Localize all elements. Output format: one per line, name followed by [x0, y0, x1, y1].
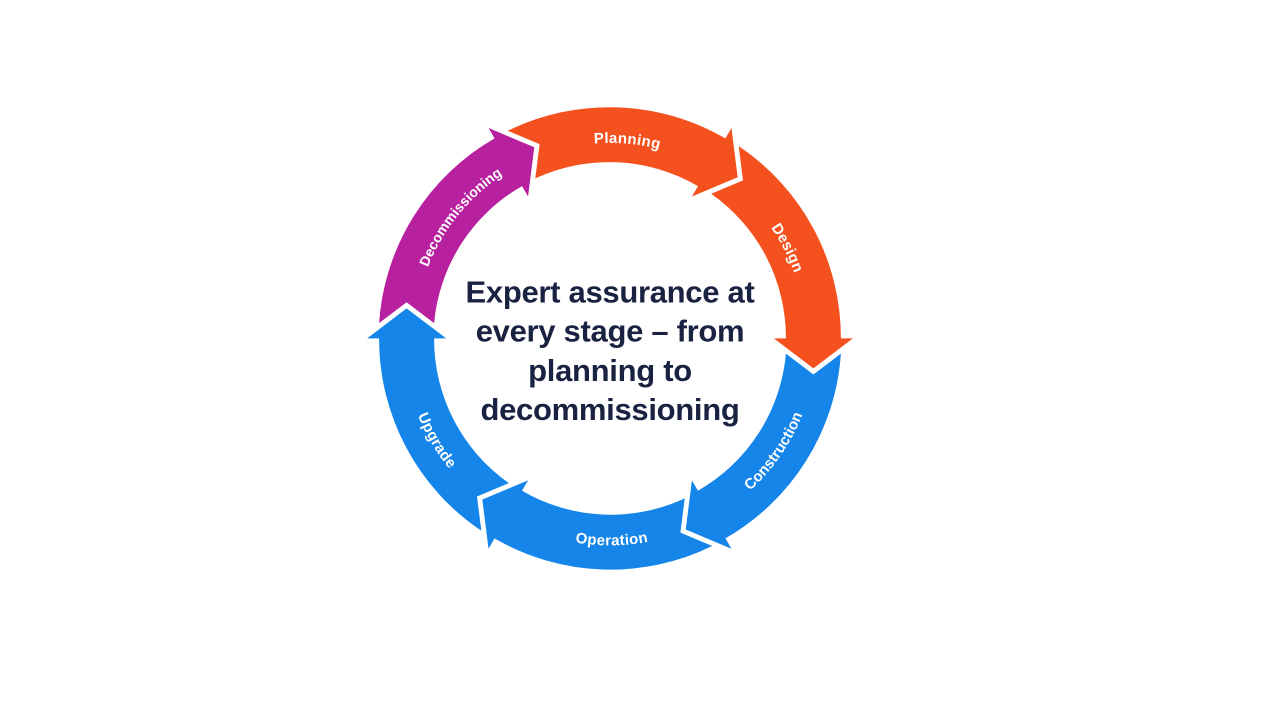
svg-text:planning to: planning to [528, 353, 692, 388]
svg-text:Expert assurance at: Expert assurance at [466, 274, 755, 309]
svg-text:every stage – from: every stage – from [476, 314, 745, 349]
svg-text:decommissioning: decommissioning [480, 392, 739, 427]
svg-text:Operation: Operation [575, 529, 650, 549]
